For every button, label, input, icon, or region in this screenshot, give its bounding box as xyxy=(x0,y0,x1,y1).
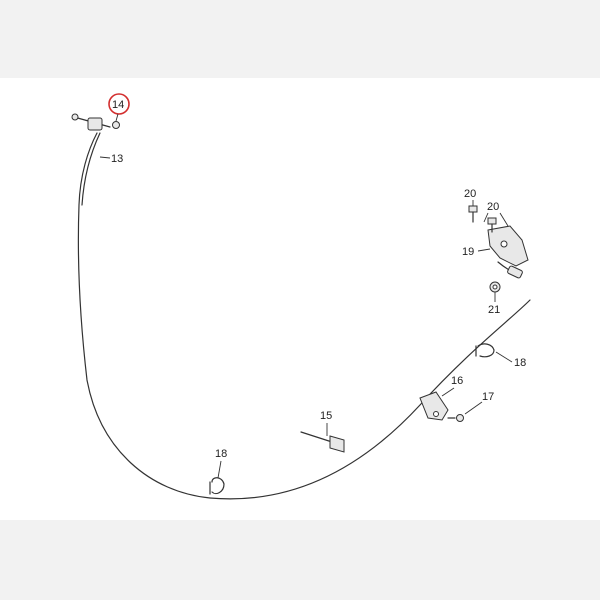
callout-13: 13 xyxy=(111,153,123,165)
cable-holder-16 xyxy=(419,391,449,421)
callout-21: 21 xyxy=(488,304,500,316)
callout-20-right: 20 xyxy=(487,201,499,213)
throttle-cable-outer xyxy=(81,132,101,206)
callout-14-highlight xyxy=(108,93,130,115)
callout-14: 14 xyxy=(112,99,124,111)
callout-18-right: 18 xyxy=(514,357,526,369)
callout-18-bottom: 18 xyxy=(215,448,227,460)
diagram-sheet xyxy=(0,78,600,520)
callout-17: 17 xyxy=(482,391,494,403)
bolt-20-left xyxy=(468,205,478,223)
bolt-20-right xyxy=(487,217,497,233)
callout-20-left: 20 xyxy=(464,188,476,200)
throttle-cable xyxy=(77,132,531,500)
callout-19: 19 xyxy=(462,246,474,258)
cable-clamp-right xyxy=(475,343,495,358)
nut-21 xyxy=(489,281,501,293)
cable-clamp-bottom xyxy=(209,477,225,495)
cable-tie-15 xyxy=(300,431,345,453)
callout-16: 16 xyxy=(451,375,463,387)
callout-15: 15 xyxy=(320,410,332,422)
throttle-bracket xyxy=(487,225,529,279)
screw-17 xyxy=(447,414,464,422)
cable-end-fitting xyxy=(71,113,120,131)
